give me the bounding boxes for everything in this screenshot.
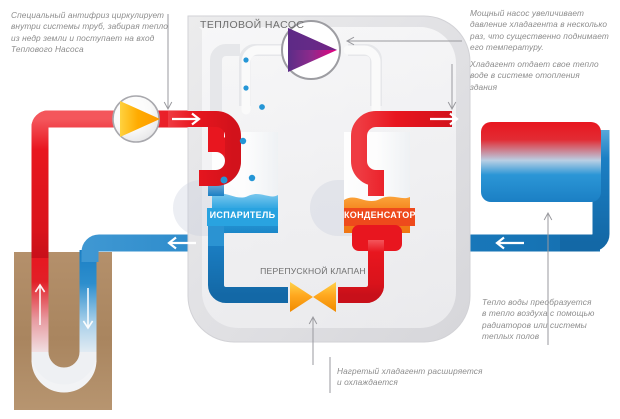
heat-pump-housing bbox=[173, 15, 471, 343]
condenser-assembly bbox=[338, 111, 452, 303]
evaporator-label: ИСПАРИТЕЛЬ bbox=[209, 210, 276, 220]
evaporator-assembly bbox=[168, 57, 288, 303]
annotation-top-left: Специальный антифриз циркулирует внутри … bbox=[11, 10, 169, 55]
callout-leader-lines bbox=[163, 14, 553, 393]
antifreeze-hot-pipe bbox=[31, 110, 470, 258]
condenser-label: КОНДЕНСАТОР bbox=[344, 210, 416, 220]
annotation-top-right-compressor: Мощный насос увеличивает давление хладаг… bbox=[470, 8, 609, 53]
annotation-top-right-condenser: Хладагент отдает свое тепло воде в систе… bbox=[470, 59, 599, 92]
annotation-right-radiator: Тепло воды преобразуется в тепло воздуха… bbox=[482, 297, 595, 342]
pump-icon bbox=[112, 95, 160, 143]
flow-arrow-group bbox=[167, 112, 524, 250]
annotation-bottom-valve: Нагретый хладагент расширяется и охлажда… bbox=[337, 366, 483, 388]
ground-loop-icon bbox=[14, 250, 112, 410]
bowtie-valve-icon bbox=[290, 282, 336, 312]
compressor-icon bbox=[281, 20, 341, 80]
heat-pump-title: ТЕПЛОВОЙ НАСОС bbox=[200, 19, 305, 31]
expansion-valve-label: ПЕРЕПУСКНОЙ КЛАПАН bbox=[260, 266, 366, 276]
antifreeze-cold-pipe bbox=[81, 130, 610, 262]
bubble-group bbox=[220, 57, 265, 184]
radiator-icon bbox=[481, 122, 601, 202]
